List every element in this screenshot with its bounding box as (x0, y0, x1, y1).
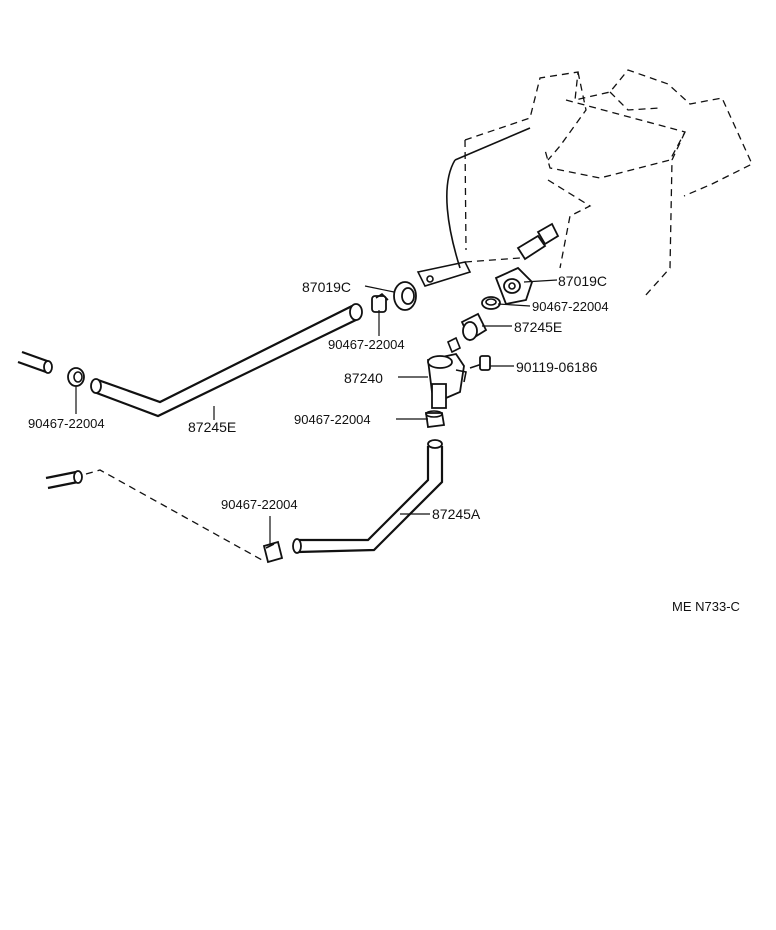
bolt[interactable] (469, 355, 491, 371)
pipe-stub-upper (17, 350, 53, 374)
clamp-bottom[interactable] (262, 540, 284, 564)
label-clamp-left: 90467-22004 (28, 416, 105, 431)
grommet-right[interactable] (494, 266, 534, 306)
diagram-reference: ME N733-C (672, 599, 740, 614)
label-clamp-valve-lower: 90467-22004 (294, 412, 371, 427)
label-hose-short: 87245E (514, 319, 562, 335)
part-labels: 87019C 87019C 90467-22004 90467-22004 87… (28, 273, 740, 614)
label-hose-long: 87245E (188, 419, 236, 435)
hose-short[interactable] (460, 312, 488, 342)
label-clamp-tank: 90467-22004 (532, 299, 609, 314)
heater-pipe-stubs (516, 222, 560, 261)
label-hose-lower: 87245A (432, 506, 481, 522)
pipe-stub-lower (45, 470, 83, 490)
label-clamp-upper-mid: 90467-22004 (328, 337, 405, 352)
leader-lines (75, 279, 558, 544)
water-valve[interactable] (427, 336, 467, 409)
clamp-tank[interactable] (481, 296, 501, 310)
hose-long[interactable] (90, 303, 363, 418)
clamp-upper-mid[interactable] (371, 292, 389, 313)
hose-lower[interactable] (292, 439, 444, 554)
label-valve: 87240 (344, 370, 383, 386)
phantom-line-lower (85, 469, 263, 561)
clamp-left[interactable] (67, 367, 85, 387)
label-clamp-bottom: 90467-22004 (221, 497, 298, 512)
label-bolt: 90119-06186 (516, 359, 598, 375)
heater-housing-outline (416, 69, 753, 297)
clamp-valve-lower[interactable] (424, 410, 446, 429)
label-grommet-right: 87019C (558, 273, 607, 289)
label-grommet-left: 87019C (302, 279, 351, 295)
grommet-left[interactable] (393, 281, 417, 311)
